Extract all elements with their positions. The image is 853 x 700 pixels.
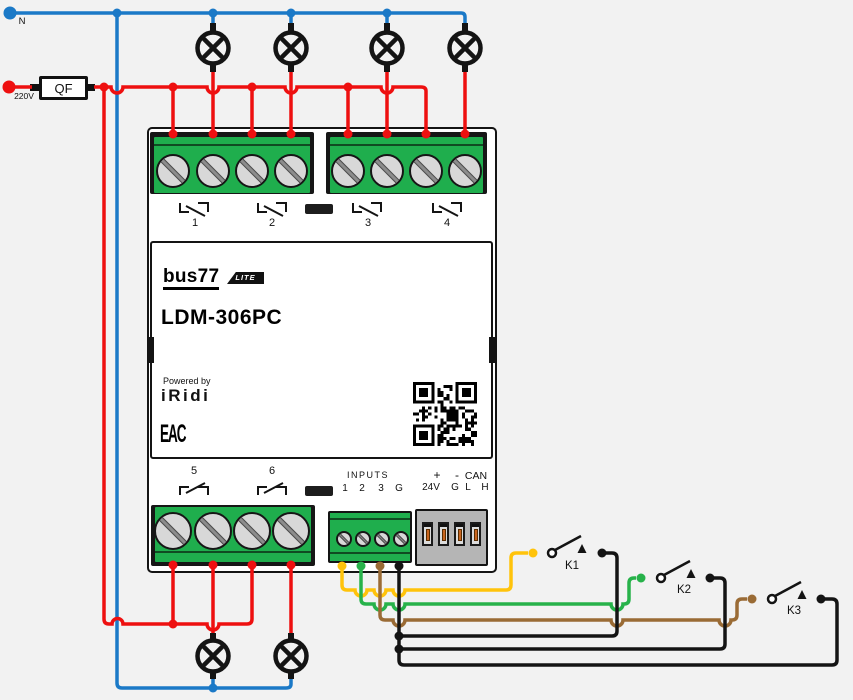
switch-k1-icon (546, 534, 607, 559)
breaker-stub-left (30, 84, 39, 91)
plus-label: + (433, 468, 441, 482)
screw-terminal (156, 154, 190, 188)
vent-slot (305, 486, 333, 496)
v24-label: 24V (422, 482, 440, 493)
can-label: CAN (464, 470, 488, 482)
qr-finder-patterns (413, 382, 477, 446)
din-clip-right (489, 337, 496, 363)
input-label-2: 2 (359, 483, 365, 494)
line-voltage-label: 220V (14, 91, 34, 101)
channel-label-4: 4 (443, 217, 451, 229)
model-name: LDM-306PC (161, 306, 283, 329)
breaker-label: QF (54, 81, 73, 96)
circuit-breaker: QF (39, 76, 88, 100)
input-label-3: 3 (378, 483, 384, 494)
screw-terminal (331, 154, 365, 188)
switch-k1-label: K1 (564, 560, 580, 572)
qr-code (413, 382, 477, 446)
bottom-terminal-block (151, 505, 315, 566)
channel-label-5: 5 (190, 465, 198, 477)
screw-terminal (194, 512, 232, 550)
vent-slot (305, 204, 333, 214)
switch-k2-label: K2 (676, 584, 692, 596)
screw-terminal (370, 154, 404, 188)
din-clip-left (147, 337, 154, 363)
inputs-terminal-block (328, 511, 412, 563)
gnd-label: G (451, 482, 459, 493)
top-terminal-block-left (150, 132, 314, 194)
screw-terminal (154, 512, 192, 550)
screw-terminal (355, 531, 371, 547)
screw-terminal (274, 154, 308, 188)
can-pin (454, 522, 465, 546)
minus-label: - (455, 468, 459, 482)
channel-label-2: 2 (268, 217, 276, 229)
can-pin (470, 522, 481, 546)
breaker-stub-right (86, 84, 95, 91)
neutral-label: N (18, 16, 26, 27)
can-pin (422, 522, 433, 546)
input-label-1: 1 (342, 483, 348, 494)
eac-mark: EAC (160, 419, 186, 448)
brand-logo: bus77 (163, 266, 220, 290)
switch-k2-icon (655, 559, 715, 584)
screw-terminal (374, 531, 390, 547)
can-pin (438, 522, 449, 546)
screw-terminal (233, 512, 271, 550)
switch-k3-label: K3 (786, 605, 802, 617)
screw-terminal (196, 154, 230, 188)
screw-terminal (393, 531, 409, 547)
screw-terminal (409, 154, 443, 188)
screw-terminal (448, 154, 482, 188)
can-l-label: L (465, 482, 471, 493)
channel-label-3: 3 (364, 217, 372, 229)
channel-label-6: 6 (268, 465, 276, 477)
channel-label-1: 1 (191, 217, 199, 229)
iridi-logo: iRidi (161, 386, 211, 405)
brand-text: bus77 (163, 266, 220, 290)
switch-k3-icon (766, 580, 826, 605)
screw-terminal (272, 512, 310, 550)
screw-terminal (336, 531, 352, 547)
can-h-label: H (481, 482, 489, 493)
input-label-g: G (395, 483, 403, 494)
inputs-title: INPUTS (346, 470, 390, 480)
can-connector-block (415, 509, 488, 566)
powered-by-text: Powered by (163, 376, 211, 386)
top-terminal-block-right (326, 132, 487, 194)
screw-terminal (235, 154, 269, 188)
